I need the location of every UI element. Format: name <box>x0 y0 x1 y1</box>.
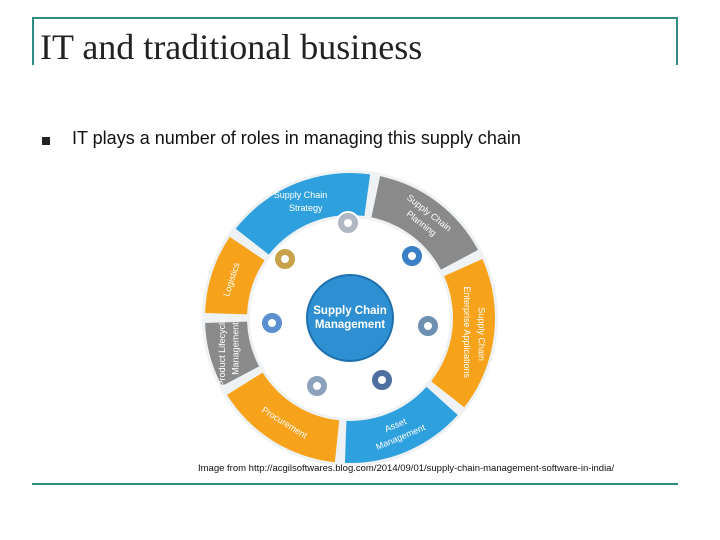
title-frame-top <box>32 17 678 19</box>
segment-supply-chain-planning <box>371 176 479 270</box>
center-circle <box>306 274 394 362</box>
segment-supply-chain-strategy <box>235 173 371 255</box>
segment-supply-chain-enterprise-applications <box>431 259 495 408</box>
segment-label-supply-chain-enterprise-applications: Enterprise Applications <box>462 286 472 378</box>
database-icon <box>416 314 440 338</box>
segment-label-supply-chain-strategy: Supply Chain <box>274 190 328 200</box>
gear-icon <box>273 247 297 271</box>
supply-chain-diagram: Supply Chain Management Supply ChainStra… <box>202 170 498 466</box>
segment-label-product-lifecycle-management: Product Lifecycle <box>217 318 227 387</box>
diagram-icons <box>260 211 440 398</box>
center-label-line2: Management <box>315 319 385 331</box>
bullet-text: IT plays a number of roles in managing t… <box>72 128 521 148</box>
wrench-icon <box>370 368 394 392</box>
segment-procurement <box>227 372 340 463</box>
title-frame-right <box>676 17 678 65</box>
segment-label-supply-chain-strategy: Strategy <box>289 203 323 213</box>
bar-chart-icon <box>400 244 424 268</box>
bullet-marker <box>42 137 50 145</box>
footer-line <box>32 483 678 485</box>
segment-product-lifecycle-management <box>205 321 260 387</box>
globe-gear-icon <box>260 311 284 335</box>
puzzle-icon <box>336 211 360 235</box>
title-frame-left <box>32 17 34 65</box>
segment-asset-management <box>344 386 458 464</box>
segment-label-product-lifecycle-management: Management <box>230 322 240 375</box>
segment-label-supply-chain-enterprise-applications: Supply Chain <box>477 307 487 361</box>
center-label-line1: Supply Chain <box>313 305 386 317</box>
image-caption: Image from http://acgilsoftwares.blog.co… <box>198 463 615 474</box>
slide-title: IT and traditional business <box>40 27 423 67</box>
segment-logistics <box>205 236 265 315</box>
gears-icon <box>305 374 329 398</box>
